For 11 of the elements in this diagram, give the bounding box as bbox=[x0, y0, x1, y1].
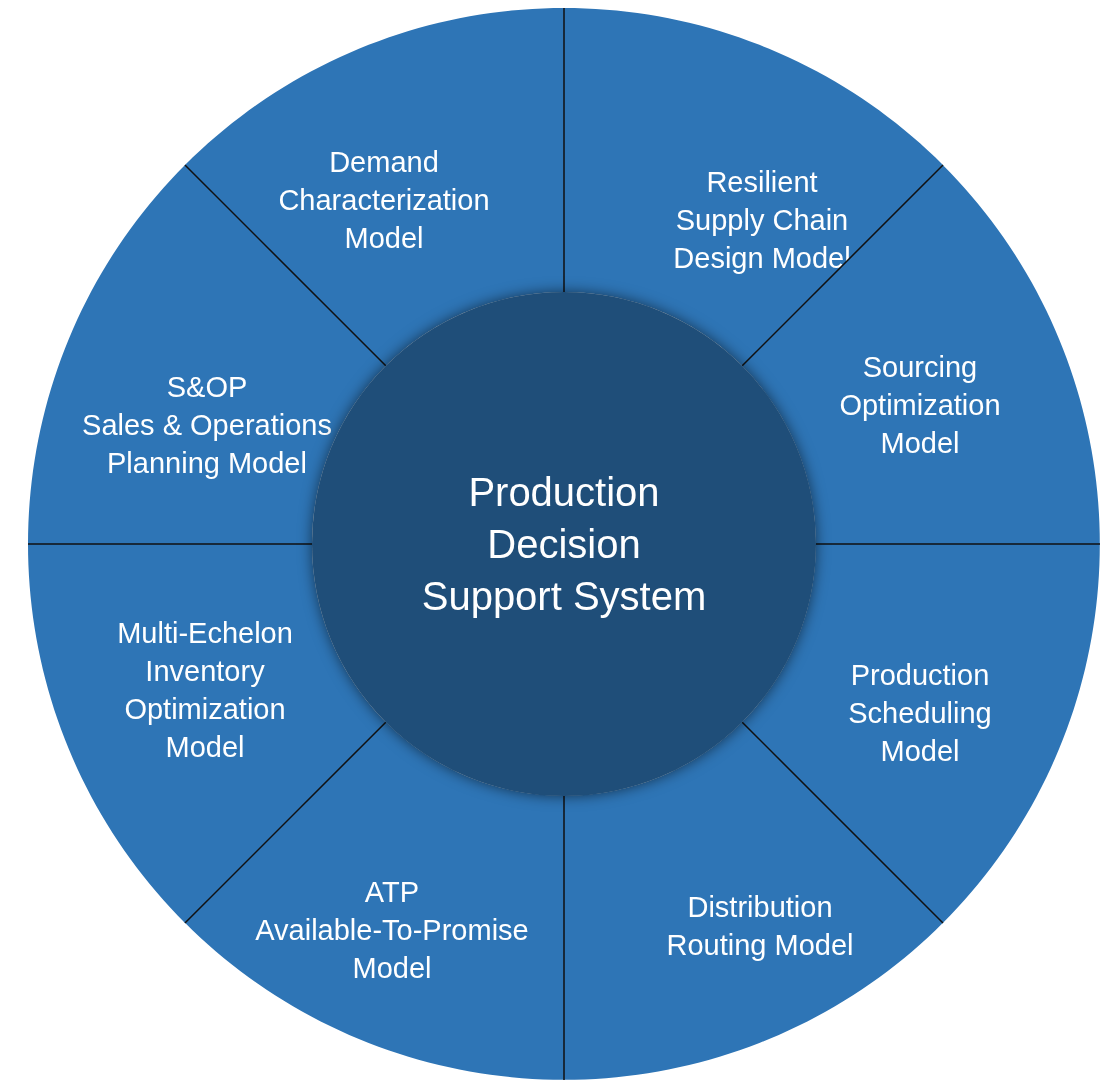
center-label: Production Decision Support System bbox=[420, 469, 708, 620]
segment-acronym: S&OP bbox=[165, 370, 249, 405]
segment-label: Production Scheduling Model bbox=[847, 658, 993, 769]
segment-label: Sales & Operations Planning Model bbox=[81, 408, 333, 481]
segment-label: Distribution Routing Model bbox=[665, 890, 855, 963]
segment-label: Sourcing Optimization Model bbox=[838, 350, 1002, 461]
segment-label: Resilient Supply Chain Design Model bbox=[672, 165, 852, 276]
segment-label: Multi-Echelon Inventory Optimization Model bbox=[116, 616, 294, 765]
segment-label: Available-To-Promise Model bbox=[254, 913, 530, 986]
segment-acronym: ATP bbox=[363, 875, 421, 910]
segment-label: Demand Characterization Model bbox=[277, 145, 491, 256]
